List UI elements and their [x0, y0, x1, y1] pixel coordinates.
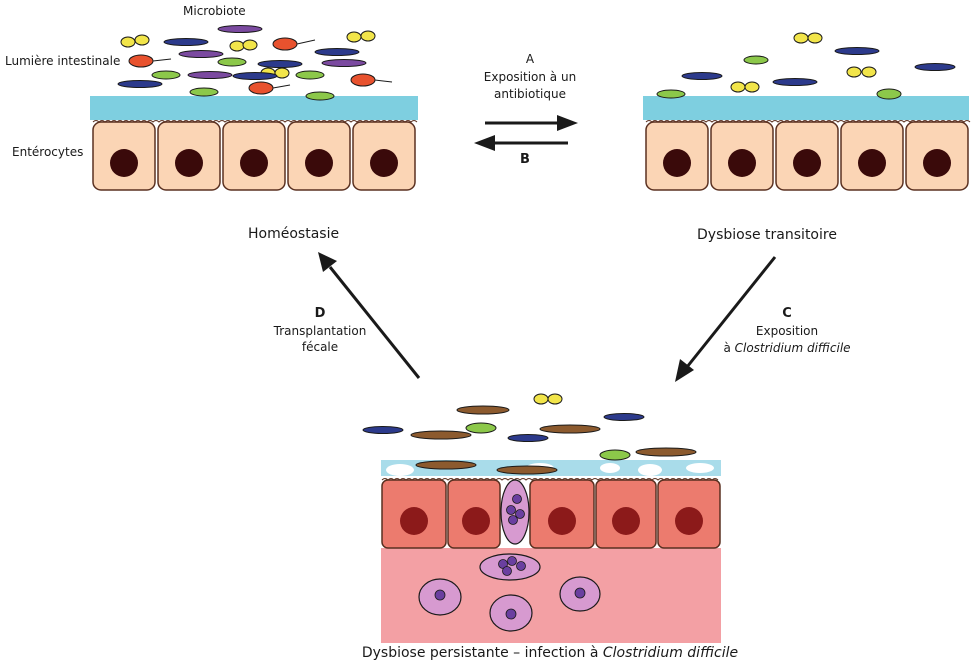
enterocytes-inflamed: [381, 478, 721, 549]
homeostasie-label: Homéostasie: [248, 226, 340, 242]
arrow-c-text-line2: à Clostridium difficile: [707, 341, 867, 356]
arrow-a: [485, 115, 578, 131]
panel-homeostasis: [90, 25, 418, 191]
arrow-d-text-line2: fécale: [301, 340, 339, 354]
dysbiose-persistante-label: Dysbiose persistante – infection à Clost…: [330, 646, 770, 661]
arrow-a-letter: A: [525, 52, 535, 66]
arrow-d-text-line1: Transplantation: [273, 324, 367, 338]
microbiota-cluster: [117, 25, 393, 101]
mucus-layer: [643, 96, 969, 120]
microbiota-cluster: [362, 393, 697, 475]
arrow-c-text-prefix: à: [723, 341, 735, 355]
mucus-layer: [90, 96, 418, 120]
dysbiose-transitoire-label: Dysbiose transitoire: [697, 227, 837, 243]
arrow-c-text-italic: Clostridium difficile: [734, 341, 851, 355]
persistante-italic: Clostridium difficile: [602, 645, 739, 661]
arrow-c-text-line1: Exposition: [755, 324, 819, 338]
arrow-b-letter: B: [520, 152, 530, 167]
arrow-c-letter: C: [782, 306, 792, 321]
immune-cells: [418, 553, 601, 632]
microbiota-cluster: [656, 32, 956, 100]
arrow-d: [318, 252, 421, 379]
arrow-b: [474, 135, 568, 151]
arrow-c: [675, 256, 777, 382]
persistante-prefix: Dysbiose persistante – infection à: [361, 645, 603, 661]
arrow-a-text-line1: Exposition à un: [483, 70, 577, 84]
enterocytes-label: Entérocytes: [12, 145, 84, 159]
enterocytes-row: [645, 120, 971, 191]
arrow-a-text-line2: antibiotique: [494, 87, 566, 101]
migrating-immune-cell: [500, 479, 530, 545]
panel-persistent-dysbiosis: [362, 393, 721, 643]
arrow-d-letter: D: [314, 306, 326, 321]
lumiere-label: Lumière intestinale: [5, 54, 121, 68]
microbiote-label: Microbiote: [183, 4, 246, 18]
enterocytes-row: [92, 120, 418, 191]
panel-transient-dysbiosis: [643, 32, 971, 191]
